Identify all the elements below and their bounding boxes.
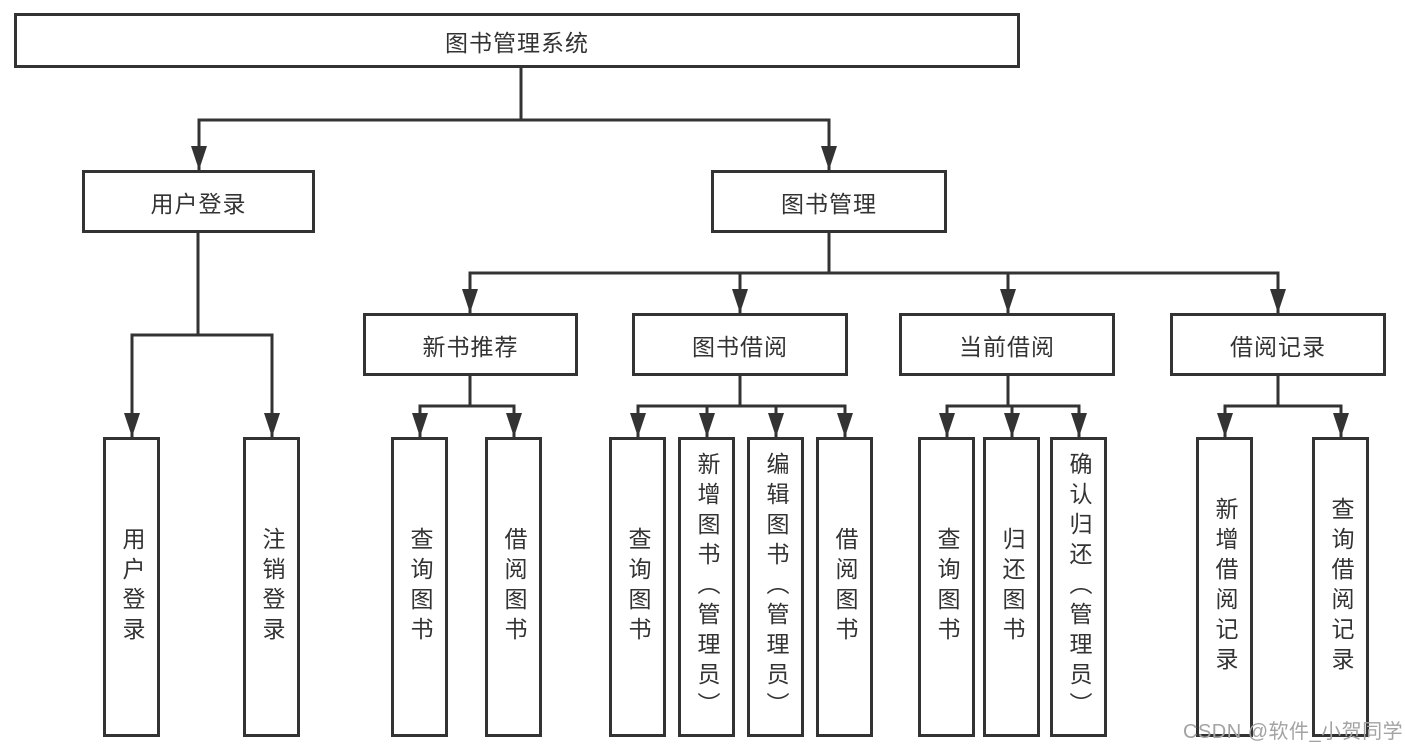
connector-current-to-leaves xyxy=(939,376,1087,437)
node-borrow-records: 借阅记录 xyxy=(1170,313,1386,376)
node-library-management-system: 图书管理系统 xyxy=(14,13,1020,68)
leaf-logout: 注销登录 xyxy=(243,437,300,737)
leaf-query-borrow-record: 查询借阅记录 xyxy=(1312,437,1369,737)
connector-records-to-leaves xyxy=(1217,376,1349,437)
connector-login-to-leaves xyxy=(124,233,280,437)
leaf-query-books-current: 查询图书 xyxy=(918,437,975,737)
leaf-confirm-return-admin: 确认归还（管理员） xyxy=(1050,437,1107,737)
leaf-add-borrow-record: 新增借阅记录 xyxy=(1196,437,1253,737)
leaf-borrow-books: 借阅图书 xyxy=(816,437,873,737)
connector-root-to-level1 xyxy=(191,68,837,170)
node-book-borrow: 图书借阅 xyxy=(632,313,848,376)
leaf-query-books-borrow: 查询图书 xyxy=(609,437,666,737)
leaf-return-book: 归还图书 xyxy=(983,437,1040,737)
connector-borrow-to-leaves xyxy=(630,376,853,437)
leaf-borrow-books-recommend: 借阅图书 xyxy=(485,437,542,737)
connector-mgmt-to-level2 xyxy=(462,233,1286,313)
leaf-add-book-admin: 新增图书（管理员） xyxy=(678,437,735,737)
connector-recommend-to-leaves xyxy=(412,376,522,437)
node-book-management: 图书管理 xyxy=(711,170,947,233)
node-new-book-recommend: 新书推荐 xyxy=(363,313,578,376)
node-current-borrow: 当前借阅 xyxy=(899,313,1115,376)
leaf-user-login: 用户登录 xyxy=(103,437,160,737)
leaf-edit-book-admin: 编辑图书（管理员） xyxy=(747,437,804,737)
node-user-login: 用户登录 xyxy=(82,170,315,233)
leaf-query-books-recommend: 查询图书 xyxy=(391,437,448,737)
csdn-watermark: CSDN @软件_小贺同学 xyxy=(1183,721,1404,743)
